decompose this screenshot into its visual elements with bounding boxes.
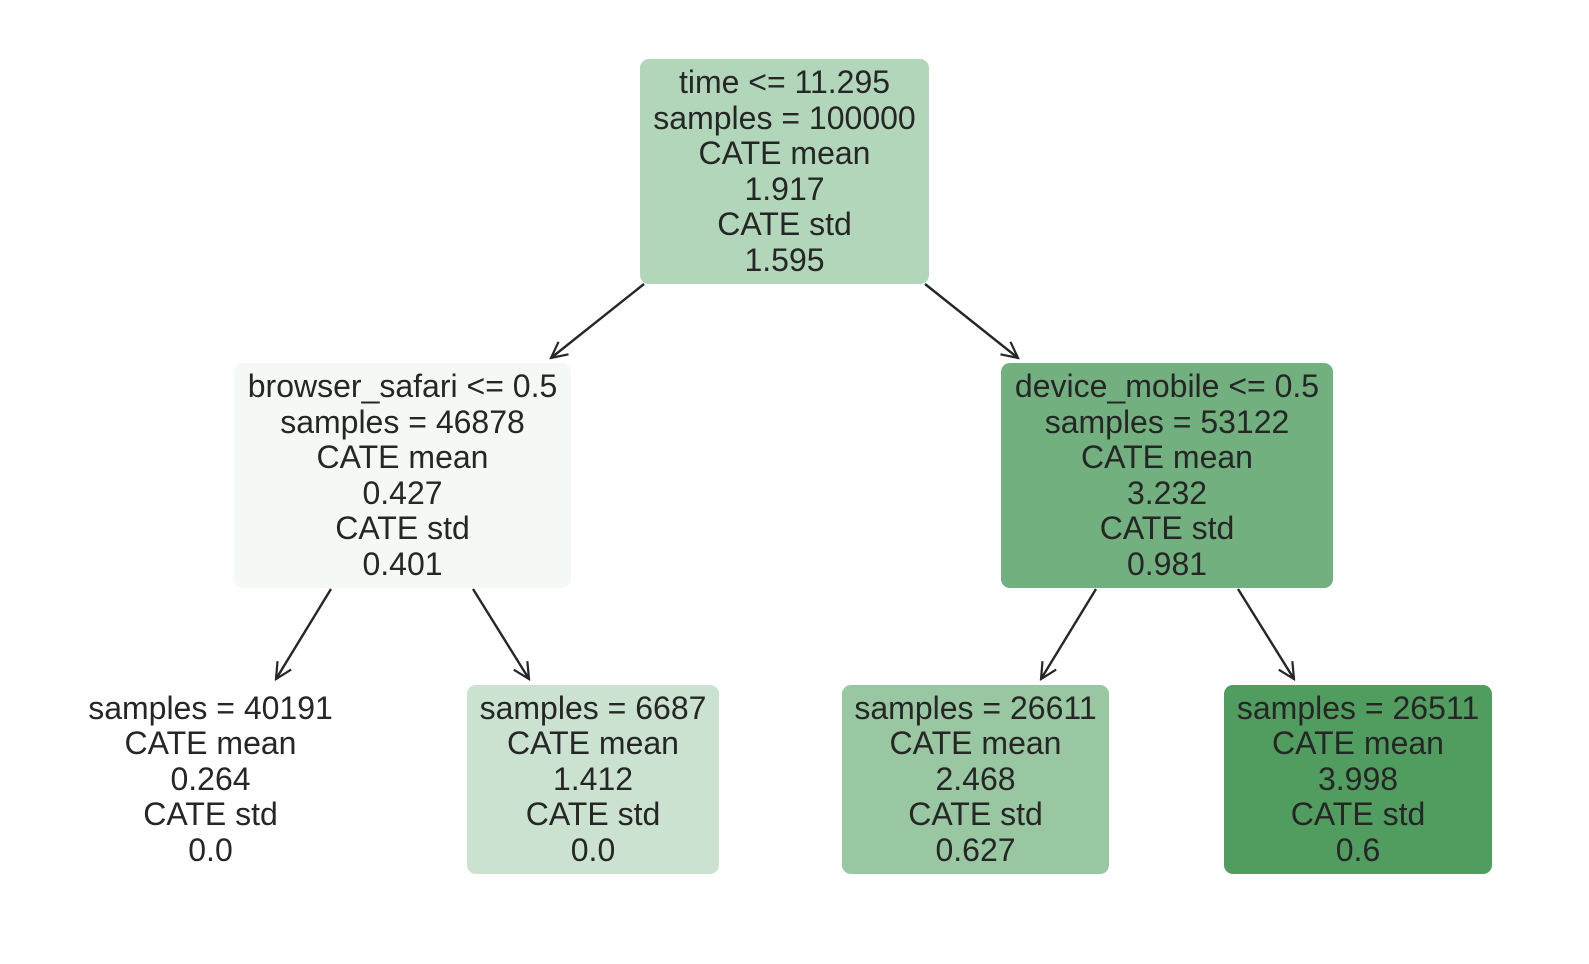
node-std-label: CATE std (335, 510, 470, 546)
node-mean-value: 2.468 (935, 760, 1016, 797)
node-samples: samples = 40191 (88, 689, 333, 726)
node-samples: samples = 6687 (479, 689, 707, 726)
node-std-label: CATE std (1290, 796, 1426, 833)
node-split-condition: device_mobile <= 0.5 (1014, 368, 1320, 404)
node-std-label: CATE std (143, 796, 278, 833)
node-std-value: 1.595 (744, 241, 825, 278)
node-std-value: 0.401 (362, 545, 443, 582)
edge-left-to-lr (471, 588, 529, 679)
node-samples: samples = 100000 (653, 99, 916, 136)
node-mean-label: CATE mean (1081, 439, 1253, 475)
node-samples: samples = 26611 (854, 689, 1097, 726)
node-mean-value: 3.232 (1126, 474, 1208, 511)
tree-node-root: time <= 11.295 samples = 100000 CATE mea… (640, 59, 929, 284)
node-mean-label: CATE mean (507, 725, 679, 762)
node-mean-label: CATE mean (889, 725, 1062, 762)
node-split-condition: time <= 11.295 (678, 64, 891, 100)
node-mean-label: CATE mean (1272, 725, 1444, 762)
tree-leaf-lr: samples = 6687 CATE mean 1.412 CATE std … (467, 685, 719, 874)
edge-left-to-ll (276, 588, 333, 679)
node-samples: samples = 26511 (1236, 689, 1480, 726)
node-std-value: 0.981 (1126, 545, 1208, 582)
node-std-label: CATE std (525, 796, 661, 833)
node-std-label: CATE std (908, 796, 1043, 833)
node-mean-value: 1.412 (552, 760, 634, 797)
node-std-value: 0.627 (935, 831, 1016, 868)
node-mean-value: 0.427 (362, 474, 443, 511)
node-mean-label: CATE mean (316, 439, 489, 475)
edge-right-to-rl (1041, 588, 1098, 679)
node-mean-value: 0.264 (170, 760, 251, 797)
edge-root-to-left (551, 283, 645, 358)
node-std-value: 0.6 (1335, 831, 1381, 868)
tree-leaf-rl: samples = 26611 CATE mean 2.468 CATE std… (842, 685, 1109, 874)
tree-leaf-ll: samples = 40191 CATE mean 0.264 CATE std… (82, 685, 339, 874)
node-samples: samples = 53122 (1044, 403, 1290, 440)
node-std-label: CATE std (717, 206, 852, 242)
node-std-value: 0.0 (570, 831, 616, 868)
node-samples: samples = 46878 (280, 403, 525, 440)
node-std-label: CATE std (1099, 510, 1235, 546)
node-split-condition: browser_safari <= 0.5 (247, 368, 558, 404)
tree-node-left: browser_safari <= 0.5 samples = 46878 CA… (234, 363, 571, 588)
node-mean-value: 3.998 (1317, 760, 1399, 797)
node-mean-value: 1.917 (744, 170, 825, 207)
node-std-value: 0.0 (188, 831, 233, 868)
tree-node-right: device_mobile <= 0.5 samples = 53122 CAT… (1001, 363, 1333, 588)
node-mean-label: CATE mean (124, 725, 297, 762)
node-mean-label: CATE mean (698, 135, 871, 171)
edge-root-to-right (924, 283, 1018, 358)
tree-leaf-rr: samples = 26511 CATE mean 3.998 CATE std… (1224, 685, 1492, 874)
edge-right-to-rr (1236, 588, 1294, 679)
